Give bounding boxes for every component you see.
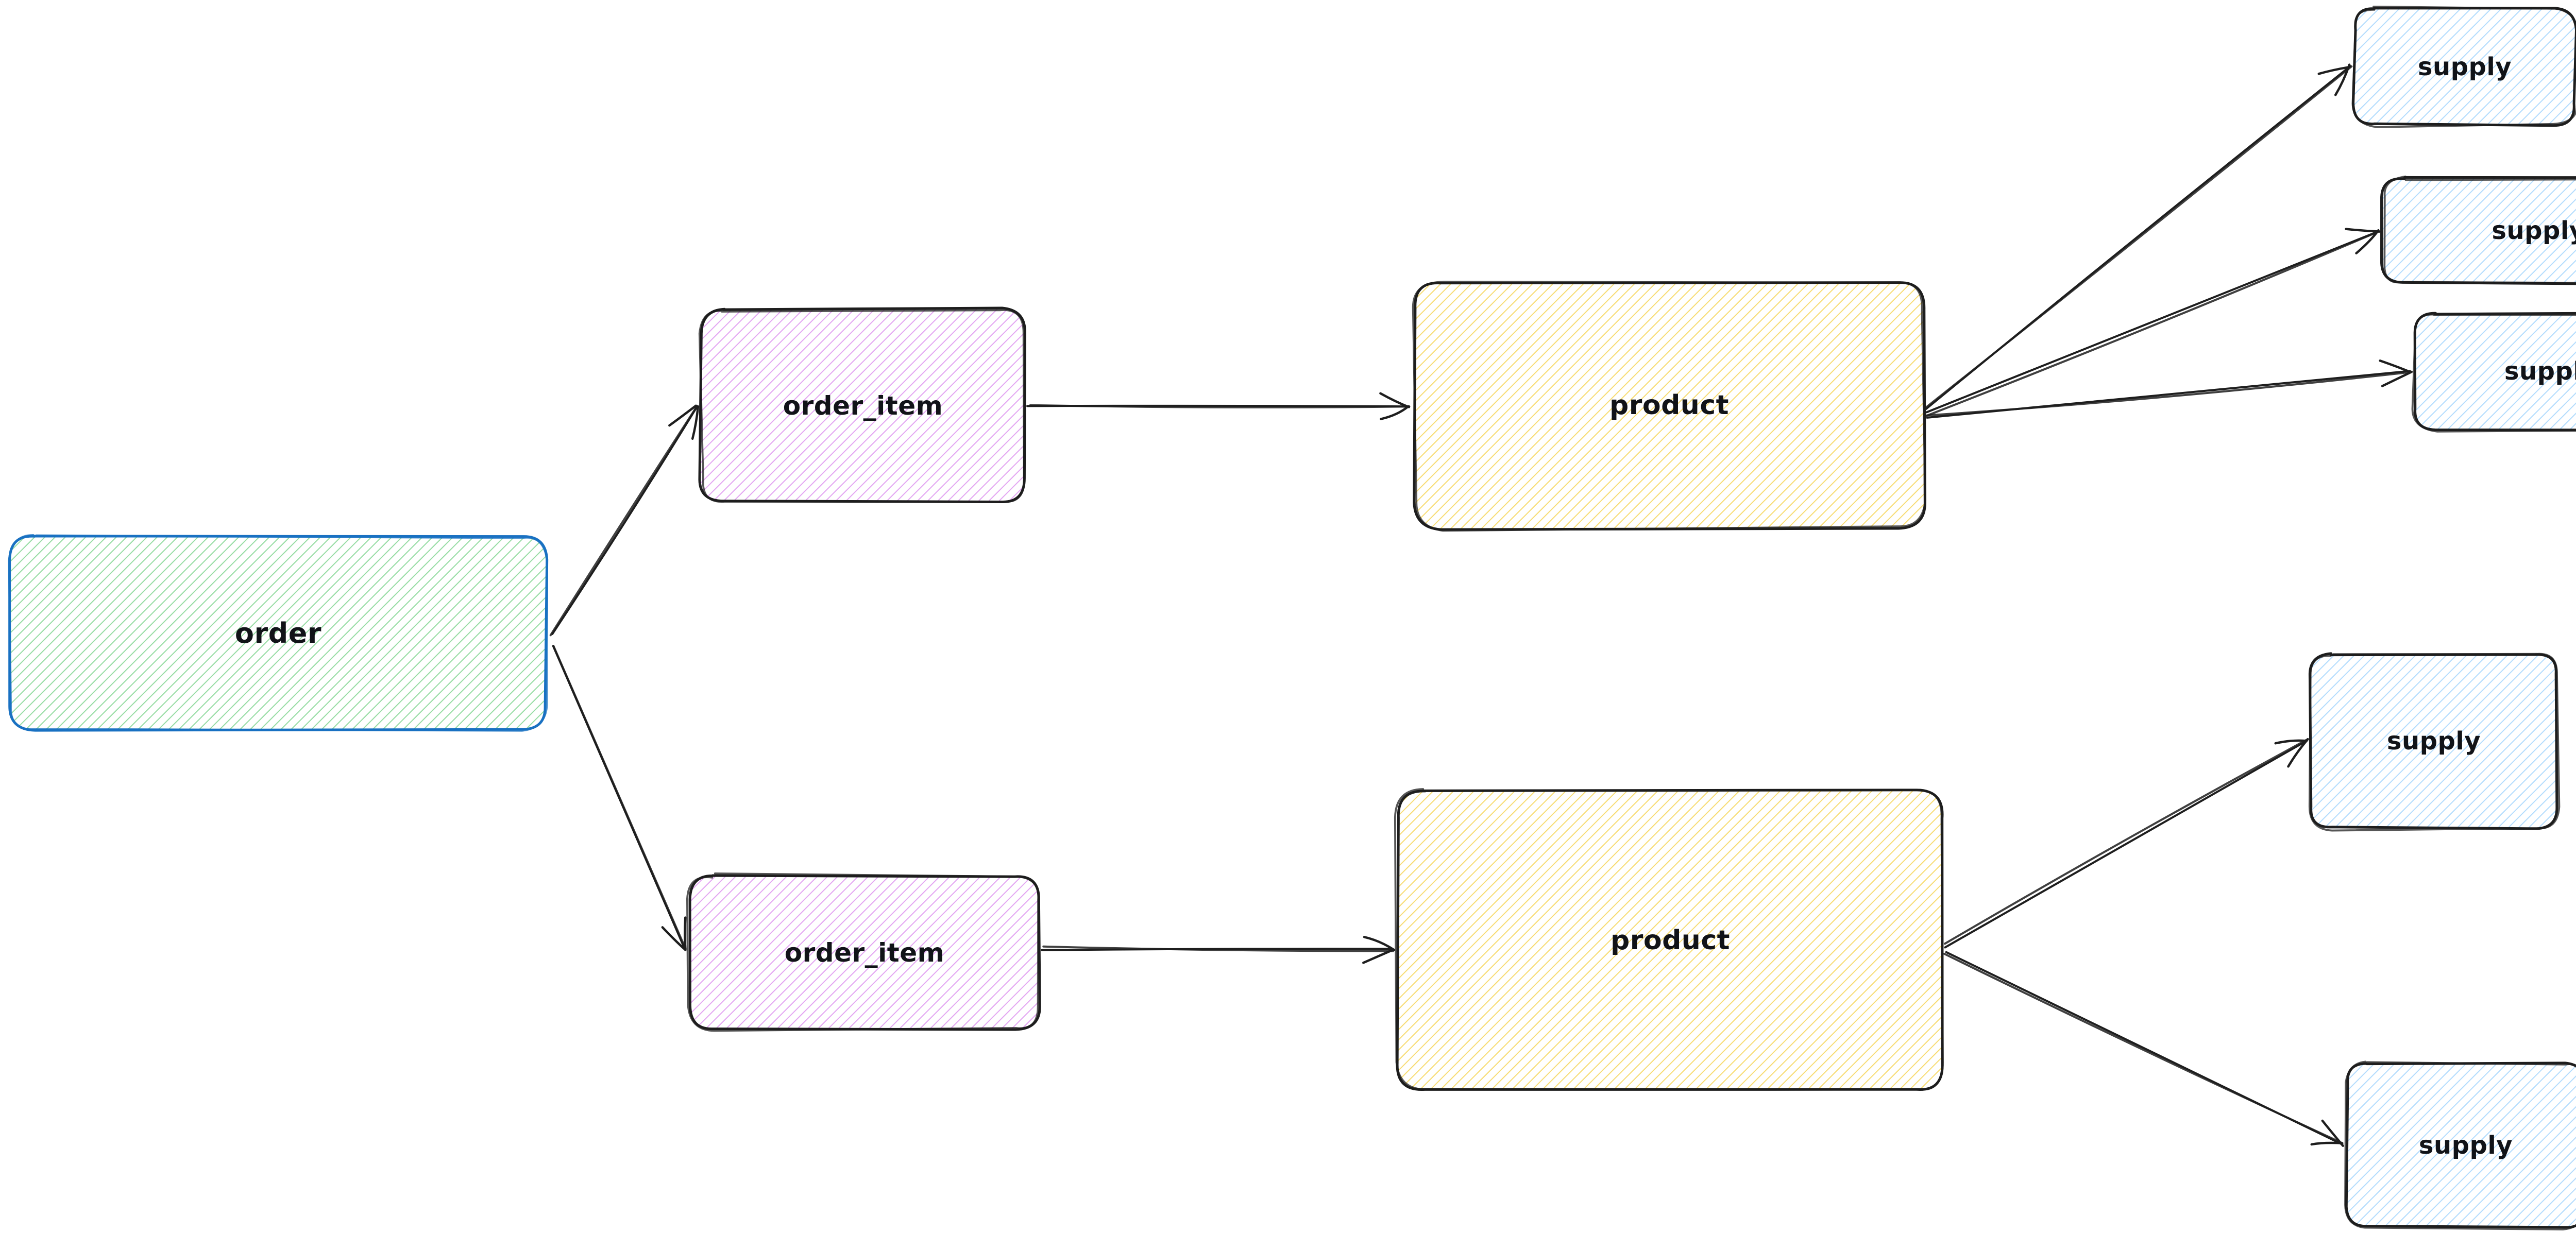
node-supply_2[interactable] [2380, 175, 2576, 285]
edge-layer [549, 63, 2413, 1147]
edge-order-to-order_item_1[interactable] [549, 404, 700, 637]
edge-order_item_2-to-product_2[interactable] [1041, 936, 1396, 964]
node-outline [2380, 176, 2576, 285]
node-outline [1394, 788, 1944, 1091]
edge-product_2-to-supply_5[interactable] [1943, 951, 2344, 1147]
edge-arrowhead [2287, 738, 2309, 768]
node-supply_5[interactable] [2344, 1060, 2576, 1230]
edge-product_1-to-supply_1[interactable] [1925, 63, 2353, 410]
node-supply_3[interactable] [2411, 312, 2576, 433]
node-fill [689, 876, 1040, 1030]
node-outline [2383, 175, 2576, 284]
edge-line [1943, 953, 2343, 1144]
node-outline [1412, 281, 1926, 532]
node-fill [701, 309, 1025, 502]
edge-line [1029, 404, 1411, 408]
node-outline [2351, 6, 2576, 128]
node-product_1[interactable] [1412, 281, 1926, 532]
edge-arrowhead [1362, 949, 1394, 964]
node-fill [2347, 1064, 2576, 1227]
edge-arrowhead [2379, 359, 2411, 373]
node-fill [10, 536, 546, 730]
node-order[interactable] [8, 534, 549, 732]
edge-arrowhead [2274, 739, 2307, 745]
edge-arrowhead [1379, 392, 1410, 408]
edge-arrowhead [691, 405, 700, 440]
edge-order-to-order_item_2[interactable] [552, 645, 687, 951]
edge-arrowhead [2310, 1141, 2344, 1146]
node-fill [1397, 791, 1943, 1090]
edge-line [549, 405, 699, 637]
node-outline [698, 309, 1025, 503]
edge-line [1944, 739, 2308, 949]
node-fill [1414, 282, 1924, 528]
edge-order_item_1-to-product_1[interactable] [1026, 392, 1411, 420]
edge-line [1925, 230, 2380, 414]
edge-line [1925, 65, 2353, 408]
node-outline [1413, 281, 1926, 531]
node-supply_4[interactable] [2308, 652, 2561, 832]
edge-arrowhead [2317, 66, 2350, 75]
edge-arrowhead [2321, 1119, 2344, 1147]
edge-arrowhead [2381, 370, 2413, 387]
edge-arrowhead [1363, 936, 1396, 951]
edge-product_2-to-supply_4[interactable] [1943, 738, 2309, 949]
node-supply_1[interactable] [2351, 6, 2576, 128]
edge-arrowhead [2355, 229, 2380, 254]
edge-product_1-to-supply_2[interactable] [1925, 228, 2381, 417]
node-outline [2308, 653, 2561, 832]
edge-line [1925, 230, 2380, 417]
node-fill [2311, 654, 2557, 828]
edge-arrowhead [668, 404, 698, 427]
node-outline [686, 872, 1040, 1032]
edge-product_1-to-supply_3[interactable] [1926, 359, 2413, 419]
edge-line [552, 645, 687, 950]
node-fill [2383, 178, 2576, 283]
edge-line [551, 406, 698, 635]
node-layer [8, 6, 2576, 1230]
node-outline [2344, 1060, 2576, 1230]
edge-arrowhead [661, 926, 685, 950]
node-order_item_1[interactable] [698, 306, 1026, 503]
edge-arrowhead [1380, 405, 1410, 420]
edge-line [1926, 371, 2410, 417]
node-product_2[interactable] [1394, 788, 1944, 1091]
node-order_item_2[interactable] [686, 872, 1041, 1032]
edge-arrowhead [2345, 228, 2381, 233]
node-outline [8, 534, 548, 732]
edge-line [1042, 945, 1394, 952]
edge-line [1943, 738, 2309, 945]
node-outline [2411, 313, 2576, 433]
node-fill [2415, 313, 2576, 429]
node-fill [2354, 9, 2575, 125]
